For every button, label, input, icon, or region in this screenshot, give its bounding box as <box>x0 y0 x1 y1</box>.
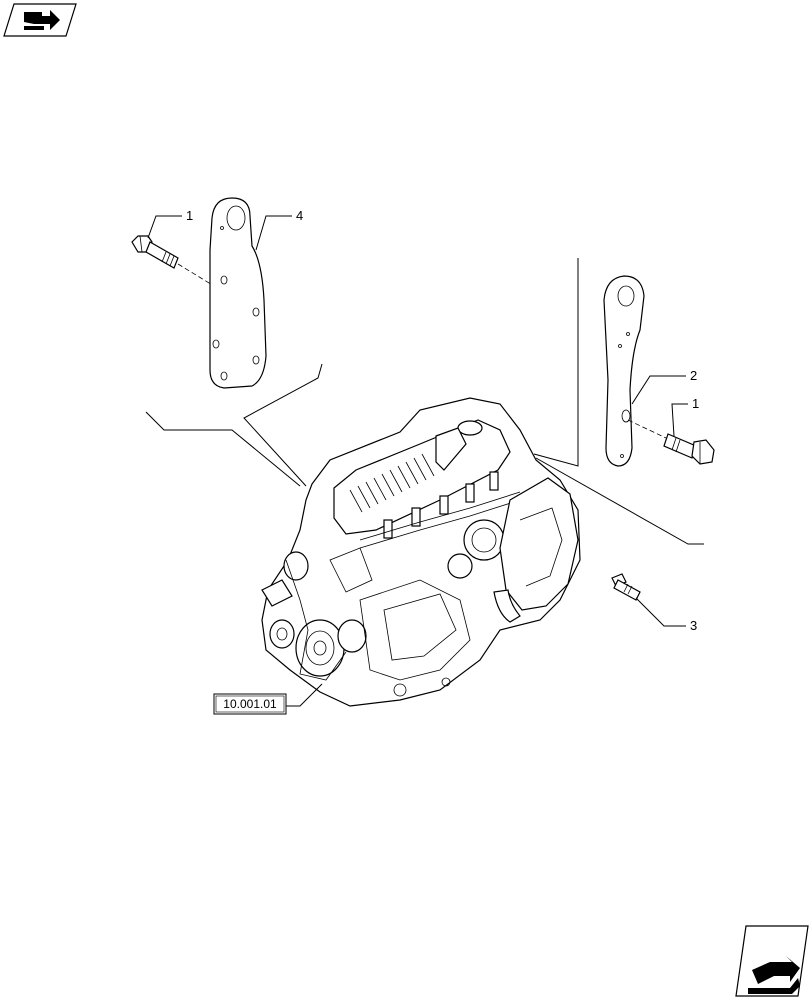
callout-label-bracket-left: 4 <box>296 208 303 223</box>
right-bolt-axis <box>627 419 667 439</box>
callout-leader-bracket-left <box>255 215 292 251</box>
next-page-arrow-icon[interactable] <box>735 925 809 997</box>
left-bracket <box>209 197 267 389</box>
book-navigation-icon[interactable] <box>3 3 77 37</box>
left-bolt <box>131 235 179 269</box>
callout-label-bolt-left: 1 <box>186 208 193 223</box>
left-locator-line-b <box>243 363 323 487</box>
right-locator-line-a <box>533 258 579 467</box>
callout-label-bracket-right: 2 <box>690 368 697 383</box>
engine-illustration <box>261 397 581 707</box>
reference-box[interactable]: 10.001.01 <box>213 693 287 715</box>
callout-leader-bolt-small <box>635 597 686 627</box>
left-bolt-axis <box>177 263 215 287</box>
callout-label-bolt-small: 3 <box>690 618 697 633</box>
small-bolt <box>611 573 641 601</box>
callout-leader-bolt-left <box>147 215 182 239</box>
right-bracket <box>603 275 645 467</box>
right-bolt <box>663 433 715 465</box>
reference-code: 10.001.01 <box>223 697 277 711</box>
reference-leader <box>286 683 323 707</box>
callout-label-bolt-right: 1 <box>692 396 699 411</box>
right-locator-line-b <box>535 457 704 545</box>
callout-leader-bolt-right <box>671 403 688 437</box>
callout-leader-bracket-right <box>631 375 686 405</box>
left-locator-line-a <box>145 411 301 487</box>
